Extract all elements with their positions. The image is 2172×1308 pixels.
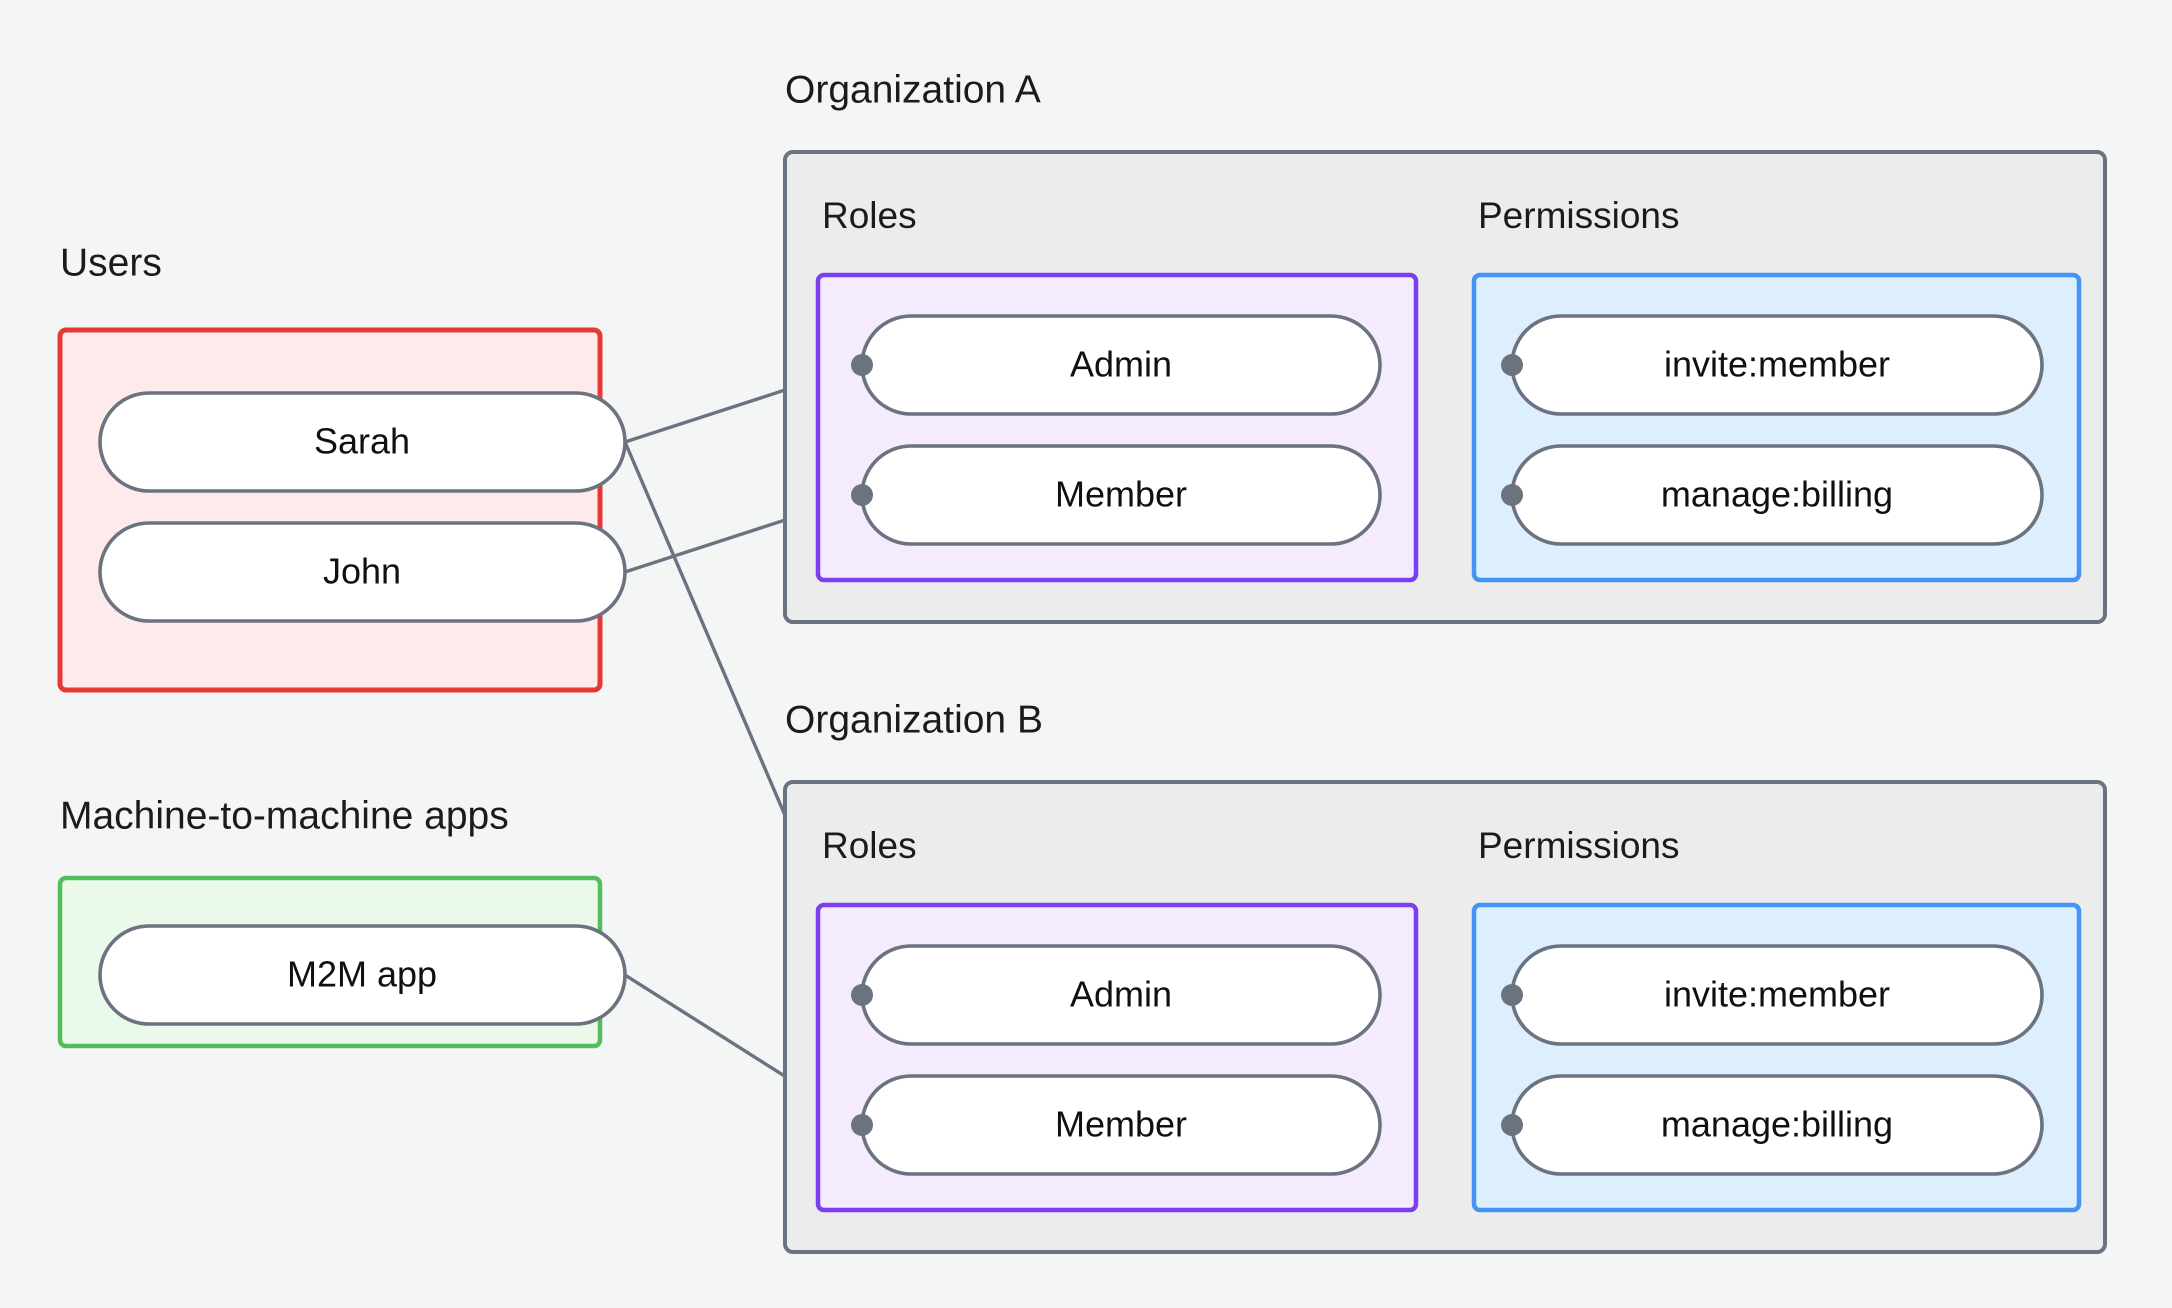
node-m2m-app-label: M2M app xyxy=(287,954,437,995)
node-org-a-member[interactable]: Member xyxy=(860,444,1382,546)
node-m2m-app[interactable]: M2M app xyxy=(98,924,627,1026)
node-john[interactable]: John xyxy=(98,521,627,623)
node-org-b-member[interactable]: Member xyxy=(860,1074,1382,1176)
organization-a-roles-title: Roles xyxy=(822,195,917,236)
organization-b-permissions-title: Permissions xyxy=(1478,825,1680,866)
endpoint-dot-org-b-admin xyxy=(851,984,873,1006)
node-org-b-member-label: Member xyxy=(1055,1104,1187,1145)
organization-b: Organization B Roles Admin Member Permis… xyxy=(783,698,2107,1254)
node-sarah[interactable]: Sarah xyxy=(98,391,627,493)
organization-b-title: Organization B xyxy=(785,698,1043,741)
node-org-b-invite-member[interactable]: invite:member xyxy=(1510,944,2044,1046)
node-org-a-member-label: Member xyxy=(1055,474,1187,515)
users-group-title: Users xyxy=(60,241,162,284)
organization-a: Organization A Roles Admin Member Permis… xyxy=(783,68,2107,624)
node-org-a-invite-member[interactable]: invite:member xyxy=(1510,314,2044,416)
node-john-label: John xyxy=(323,551,401,592)
organization-a-permissions-title: Permissions xyxy=(1478,195,1680,236)
users-container xyxy=(57,327,603,693)
endpoint-dot-org-b-invite-member xyxy=(1501,984,1523,1006)
node-org-a-invite-member-label: invite:member xyxy=(1664,344,1890,385)
node-org-b-invite-member-label: invite:member xyxy=(1664,974,1890,1015)
m2m-group-title: Machine-to-machine apps xyxy=(60,794,509,837)
m2m-group: Machine-to-machine apps M2M app xyxy=(57,794,627,1049)
endpoint-dot-org-b-manage-billing xyxy=(1501,1114,1523,1136)
edge-endpoint-dot-layer xyxy=(851,354,1523,1136)
node-org-b-admin[interactable]: Admin xyxy=(860,944,1382,1046)
users-group: Users Sarah John xyxy=(57,241,627,693)
endpoint-dot-org-a-invite-member xyxy=(1501,354,1523,376)
node-org-b-manage-billing[interactable]: manage:billing xyxy=(1510,1074,2044,1176)
node-org-a-admin-label: Admin xyxy=(1070,344,1172,385)
organization-a-title: Organization A xyxy=(785,68,1041,111)
endpoint-dot-org-b-member xyxy=(851,1114,873,1136)
node-org-b-manage-billing-label: manage:billing xyxy=(1661,1104,1893,1145)
endpoint-dot-org-a-manage-billing xyxy=(1501,484,1523,506)
node-org-b-admin-label: Admin xyxy=(1070,974,1172,1015)
node-john-shape[interactable] xyxy=(98,521,627,623)
node-org-a-manage-billing[interactable]: manage:billing xyxy=(1510,444,2044,546)
organization-b-roles-title: Roles xyxy=(822,825,917,866)
endpoint-dot-org-a-admin xyxy=(851,354,873,376)
node-org-a-admin[interactable]: Admin xyxy=(860,314,1382,416)
node-sarah-shape[interactable] xyxy=(98,391,627,493)
node-org-a-manage-billing-label: manage:billing xyxy=(1661,474,1893,515)
endpoint-dot-org-a-member xyxy=(851,484,873,506)
node-m2m-app-shape[interactable] xyxy=(98,924,627,1026)
node-sarah-label: Sarah xyxy=(314,421,410,462)
